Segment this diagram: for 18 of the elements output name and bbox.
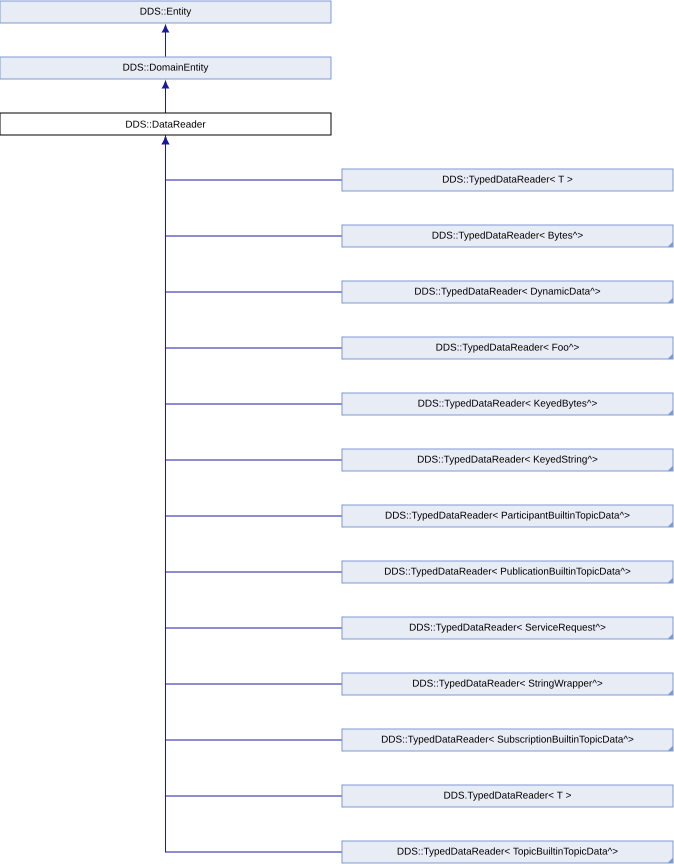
class-box: DDS.TypedDataReader< T > xyxy=(342,784,674,808)
class-box: DDS::TypedDataReader< KeyedBytes^> xyxy=(342,392,674,416)
class-box: DDS::TypedDataReader< ParticipantBuiltinTopicData^> xyxy=(342,504,674,528)
class-box: DDS::TypedDataReader< DynamicData^> xyxy=(342,280,674,304)
class-box: DDS::DataReader xyxy=(0,112,332,136)
arrow xyxy=(162,80,170,113)
class-box: DDS::TypedDataReader< ServiceRequest^> xyxy=(342,616,674,640)
arrow xyxy=(162,24,170,57)
class-box: DDS::TypedDataReader< TopicBuiltinTopicData^> xyxy=(342,840,674,864)
class-box: DDS::TypedDataReader< Foo^> xyxy=(342,336,674,360)
class-box: DDS::DomainEntity xyxy=(0,56,332,80)
class-box: DDS::TypedDataReader< StringWrapper^> xyxy=(342,672,674,696)
class-box: DDS::TypedDataReader< KeyedString^> xyxy=(342,448,674,472)
class-box: DDS::TypedDataReader< PublicationBuiltinTopicData^> xyxy=(342,560,674,584)
class-box: DDS::TypedDataReader< SubscriptionBuiltinTopicData^> xyxy=(342,728,674,752)
class-box: DDS::TypedDataReader< T > xyxy=(342,168,674,192)
class-box: DDS::Entity xyxy=(0,0,332,24)
class-box: DDS::TypedDataReader< Bytes^> xyxy=(342,224,674,248)
